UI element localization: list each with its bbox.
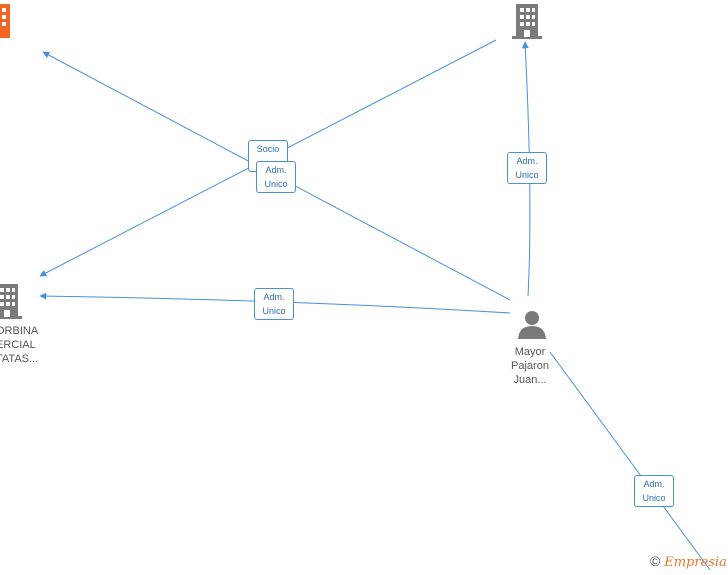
company-left-label[interactable]: ORBINA ERCIAL TATAS... [0, 324, 38, 366]
building-icon[interactable] [0, 284, 22, 320]
person-label[interactable]: Mayor Pajaron Juan... [500, 345, 560, 387]
relation-label-adm-unico[interactable]: Adm. Unico [507, 152, 547, 184]
company-left-label-line-1: ORBINA [0, 325, 39, 337]
person-label-line-3: Juan... [513, 374, 547, 386]
empresia-logo: Empresia [664, 555, 727, 570]
person-label-line-2: Pajaron [511, 360, 549, 372]
person-icon[interactable] [517, 309, 547, 339]
relation-label-adm-unico[interactable]: Adm. Unico [634, 475, 674, 507]
empresia-watermark: © Empresia [650, 553, 727, 570]
relation-label-adm-unico[interactable]: Adm. Unico [256, 161, 296, 193]
company-left-label-line-2: ERCIAL [0, 339, 36, 351]
edge-person-to-company-top-right [521, 41, 531, 297]
building-icon-highlighted[interactable] [0, 2, 14, 40]
building-icon[interactable] [512, 4, 542, 40]
copyright-symbol: © [650, 553, 661, 569]
edge-person-to-offscreen [549, 351, 711, 571]
company-left-label-line-3: TATAS... [0, 353, 39, 365]
person-label-line-1: Mayor [514, 346, 546, 358]
relation-label-adm-unico[interactable]: Adm. Unico [254, 288, 294, 320]
